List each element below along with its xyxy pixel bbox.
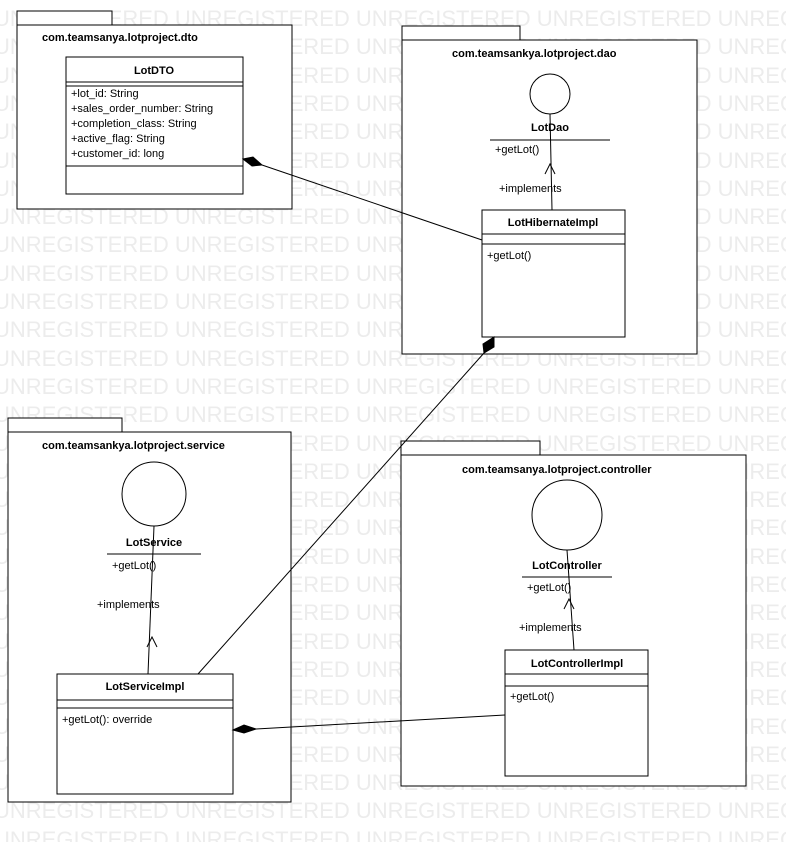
implements-service[interactable]: +implements <box>97 525 160 675</box>
interface-name: LotService <box>126 537 182 549</box>
attribute: +active_flag: String <box>71 133 165 145</box>
operation: +getLot() <box>495 144 539 156</box>
operation: +getLot(): override <box>62 714 152 726</box>
relationship-line <box>566 549 575 651</box>
package-tab <box>16 10 113 26</box>
operation: +getLot() <box>112 560 156 572</box>
relationship-line <box>255 714 506 730</box>
relationship-line <box>549 113 553 211</box>
package-name: com.teamsankya.lotproject.dao <box>452 48 617 60</box>
attribute: +lot_id: String <box>71 88 139 100</box>
operation: +getLot() <box>487 250 531 262</box>
class-name: LotServiceImpl <box>106 681 185 693</box>
package-name: com.teamsanya.lotproject.controller <box>462 464 652 476</box>
relationship-label: +implements <box>519 622 582 634</box>
class-lot-controller-impl[interactable]: LotControllerImpl +getLot() <box>504 649 649 777</box>
class-lot-service-impl[interactable]: LotServiceImpl +getLot(): override <box>56 673 234 795</box>
interface-name: LotController <box>532 560 602 572</box>
operation: +getLot() <box>510 691 554 703</box>
package-tab <box>7 417 123 433</box>
implements-dao[interactable]: +implements <box>499 113 562 211</box>
class-name: LotHibernateImpl <box>508 217 598 229</box>
attribute: +sales_order_number: String <box>71 103 213 115</box>
composition-dto-hibernate[interactable] <box>241 156 483 241</box>
relationship-label: +implements <box>97 599 160 611</box>
interface-circle-icon <box>121 461 187 527</box>
operation: +getLot() <box>527 582 571 594</box>
filled-diamond-icon <box>241 156 264 167</box>
relationship-label: +implements <box>499 183 562 195</box>
open-arrow-icon <box>544 162 556 175</box>
interface-circle-icon <box>531 479 603 551</box>
open-arrow-icon <box>563 597 575 610</box>
composition-hibernate-service[interactable] <box>197 336 495 675</box>
class-box <box>56 673 234 795</box>
composition-service-controller[interactable] <box>231 714 506 734</box>
package-name: com.teamsanya.lotproject.dto <box>42 32 198 44</box>
interface-circle-icon <box>529 73 571 115</box>
attribute: +customer_id: long <box>71 148 164 160</box>
class-box <box>65 56 244 195</box>
class-name: LotControllerImpl <box>531 658 623 670</box>
relationship-line <box>261 164 483 241</box>
open-arrow-icon <box>146 635 158 648</box>
filled-diamond-icon <box>231 724 258 734</box>
class-lot-dto[interactable]: LotDTO +lot_id: String +sales_order_numb… <box>65 56 244 195</box>
filled-diamond-icon <box>482 336 495 354</box>
relationship-line <box>147 525 155 675</box>
package-name: com.teamsankya.lotproject.service <box>42 440 225 452</box>
attribute: +completion_class: String <box>71 118 197 130</box>
interface-lot-service[interactable]: LotService +getLot() <box>107 461 201 572</box>
class-box <box>504 649 649 777</box>
class-name: LotDTO <box>134 65 175 77</box>
package-tab <box>401 25 521 41</box>
interface-lot-controller[interactable]: LotController +getLot() <box>522 479 612 594</box>
interface-lot-dao[interactable]: LotDao +getLot() <box>490 73 610 156</box>
implements-controller[interactable]: +implements <box>519 549 582 651</box>
class-box <box>481 209 626 338</box>
relationship-line <box>197 352 485 675</box>
class-lot-hibernate-impl[interactable]: LotHibernateImpl +getLot() <box>481 209 626 338</box>
package-tab <box>400 440 541 456</box>
